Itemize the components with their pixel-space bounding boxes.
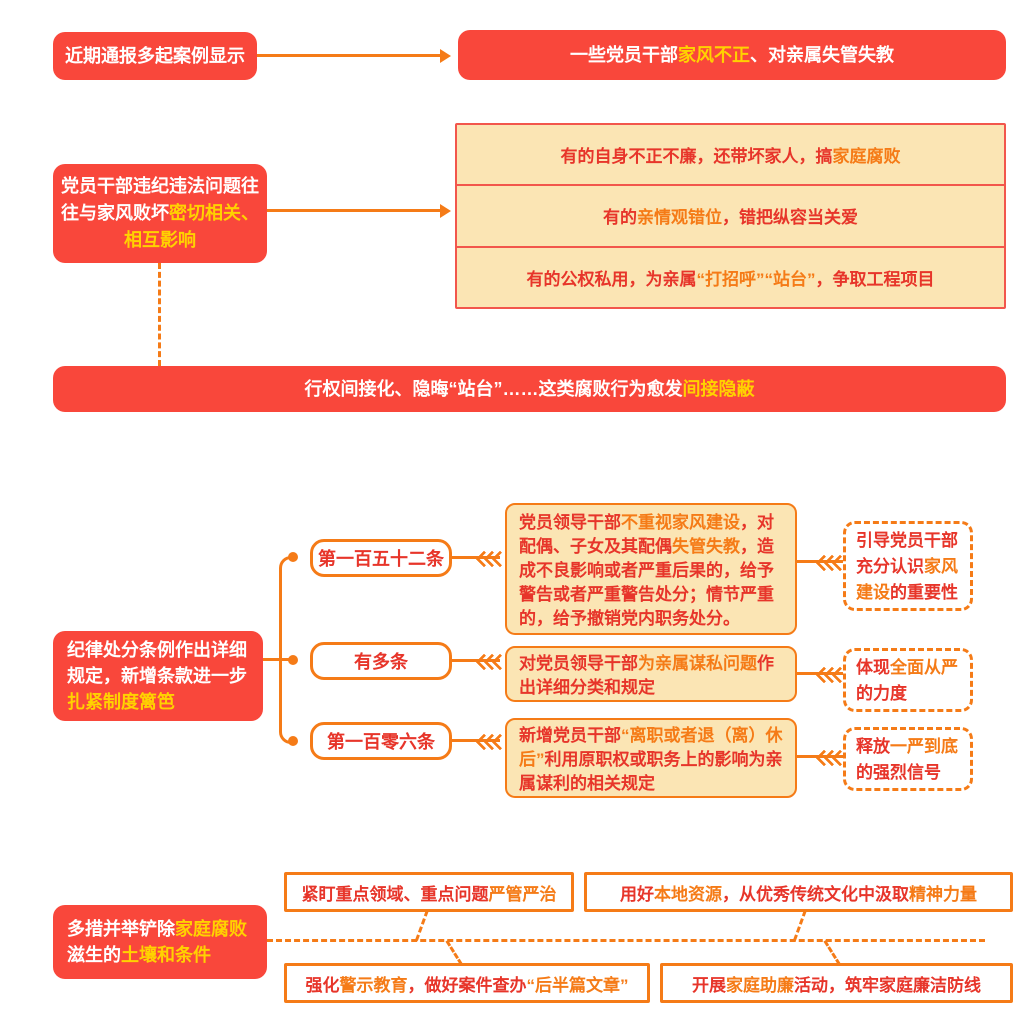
signal-note-box: 释放一严到底的强烈信号 [843, 727, 973, 791]
link-line-r3a [452, 739, 500, 742]
triple-chevron-icon-r2a [475, 653, 509, 671]
branch-dot-3 [288, 736, 298, 746]
example-row-2: 有的亲情观错位，错把纵容当关爱 [457, 184, 1004, 245]
dashed-diagonal-4 [823, 940, 841, 966]
article-106-detail-box: 新增党员干部“离职或者退（离）休后”利用原职权或职务上的影响为亲属谋利的相关规定 [505, 718, 797, 798]
triple-chevron-icon-r3a [475, 733, 509, 751]
measures-box: 多措并举铲除家庭腐败滋生的土壤和条件 [53, 905, 267, 979]
branch-bracket [279, 556, 291, 744]
link-line-r1a [452, 556, 500, 559]
arrow-head-icon-1 [440, 49, 451, 63]
example-row-1: 有的自身不正不廉，还带坏家人，搞家庭腐败 [560, 147, 901, 167]
family-integrity-box: 开展家庭助廉活动，筑牢家庭廉洁防线 [660, 963, 1013, 1003]
example-row-3: 有的公权私用，为亲属“打招呼”“站台”，争取工程项目 [457, 245, 1004, 307]
dashed-diagonal-1 [415, 909, 429, 942]
bracket-middle-line [281, 658, 293, 661]
warning-education-box: 强化警示教育，做好案件查办“后半篇文章” [284, 963, 650, 1003]
hidden-corruption-banner: 行权间接化、隐晦“站台”……这类腐败行为愈发间接隐蔽 [53, 366, 1006, 412]
link-line-r1b [797, 560, 843, 563]
key-areas-box: 紧盯重点领域、重点问题严管严治 [284, 872, 574, 912]
branch-dot-1 [288, 552, 298, 562]
arrow-head-icon-2 [440, 204, 451, 218]
bracket-stem-line [263, 658, 281, 661]
arrow-line-2 [267, 209, 441, 212]
link-line-r2a [452, 659, 500, 662]
dashed-connector-vertical [158, 263, 161, 366]
misconduct-summary-box: 一些党员干部家风不正、对亲属失管失教 [458, 30, 1006, 80]
examples-panel: 有的自身不正不廉，还带坏家人，搞家庭腐败 有的亲情观错位，错把纵容当关爱 有的公… [455, 123, 1006, 309]
article-152-label: 第一百五十二条 [310, 539, 452, 577]
multiple-articles-detail-box: 对党员领导干部为亲属谋私问题作出详细分类和规定 [505, 646, 797, 702]
triple-chevron-icon-r1a [475, 550, 509, 568]
regulation-overview-box: 纪律处分条例作出详细规定，新增条款进一步扎紧制度篱笆 [53, 631, 263, 721]
dashed-diagonal-3 [793, 909, 807, 942]
dashed-diagonal-2 [445, 940, 463, 966]
local-resources-box: 用好本地资源，从优秀传统文化中汲取精神力量 [584, 872, 1013, 912]
multiple-articles-label: 有多条 [310, 642, 452, 680]
article-106-label: 第一百零六条 [310, 722, 452, 760]
strictness-note-box: 体现全面从严的力度 [843, 648, 973, 712]
arrow-line-1 [257, 54, 441, 57]
link-line-r3b [797, 755, 843, 758]
article-152-detail-box: 党员领导干部不重视家风建设，对配偶、子女及其配偶失管失教，造成不良影响或者严重后… [505, 503, 797, 635]
branch-dot-2 [288, 655, 298, 665]
guidance-note-box: 引导党员干部充分认识家风建设的重要性 [843, 521, 973, 611]
dashed-connector-horizontal [267, 939, 985, 942]
violation-family-link-box: 党员干部违纪违法问题往往与家风败坏密切相关、相互影响 [53, 164, 267, 263]
case-reports-box: 近期通报多起案例显示 [53, 32, 257, 80]
link-line-r2b [797, 672, 843, 675]
